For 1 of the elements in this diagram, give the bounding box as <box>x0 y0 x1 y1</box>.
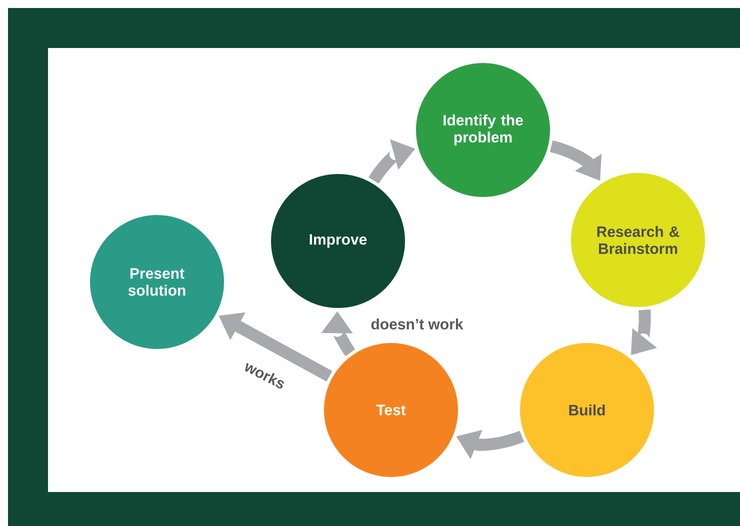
edge-label: doesn’t work <box>368 316 466 332</box>
